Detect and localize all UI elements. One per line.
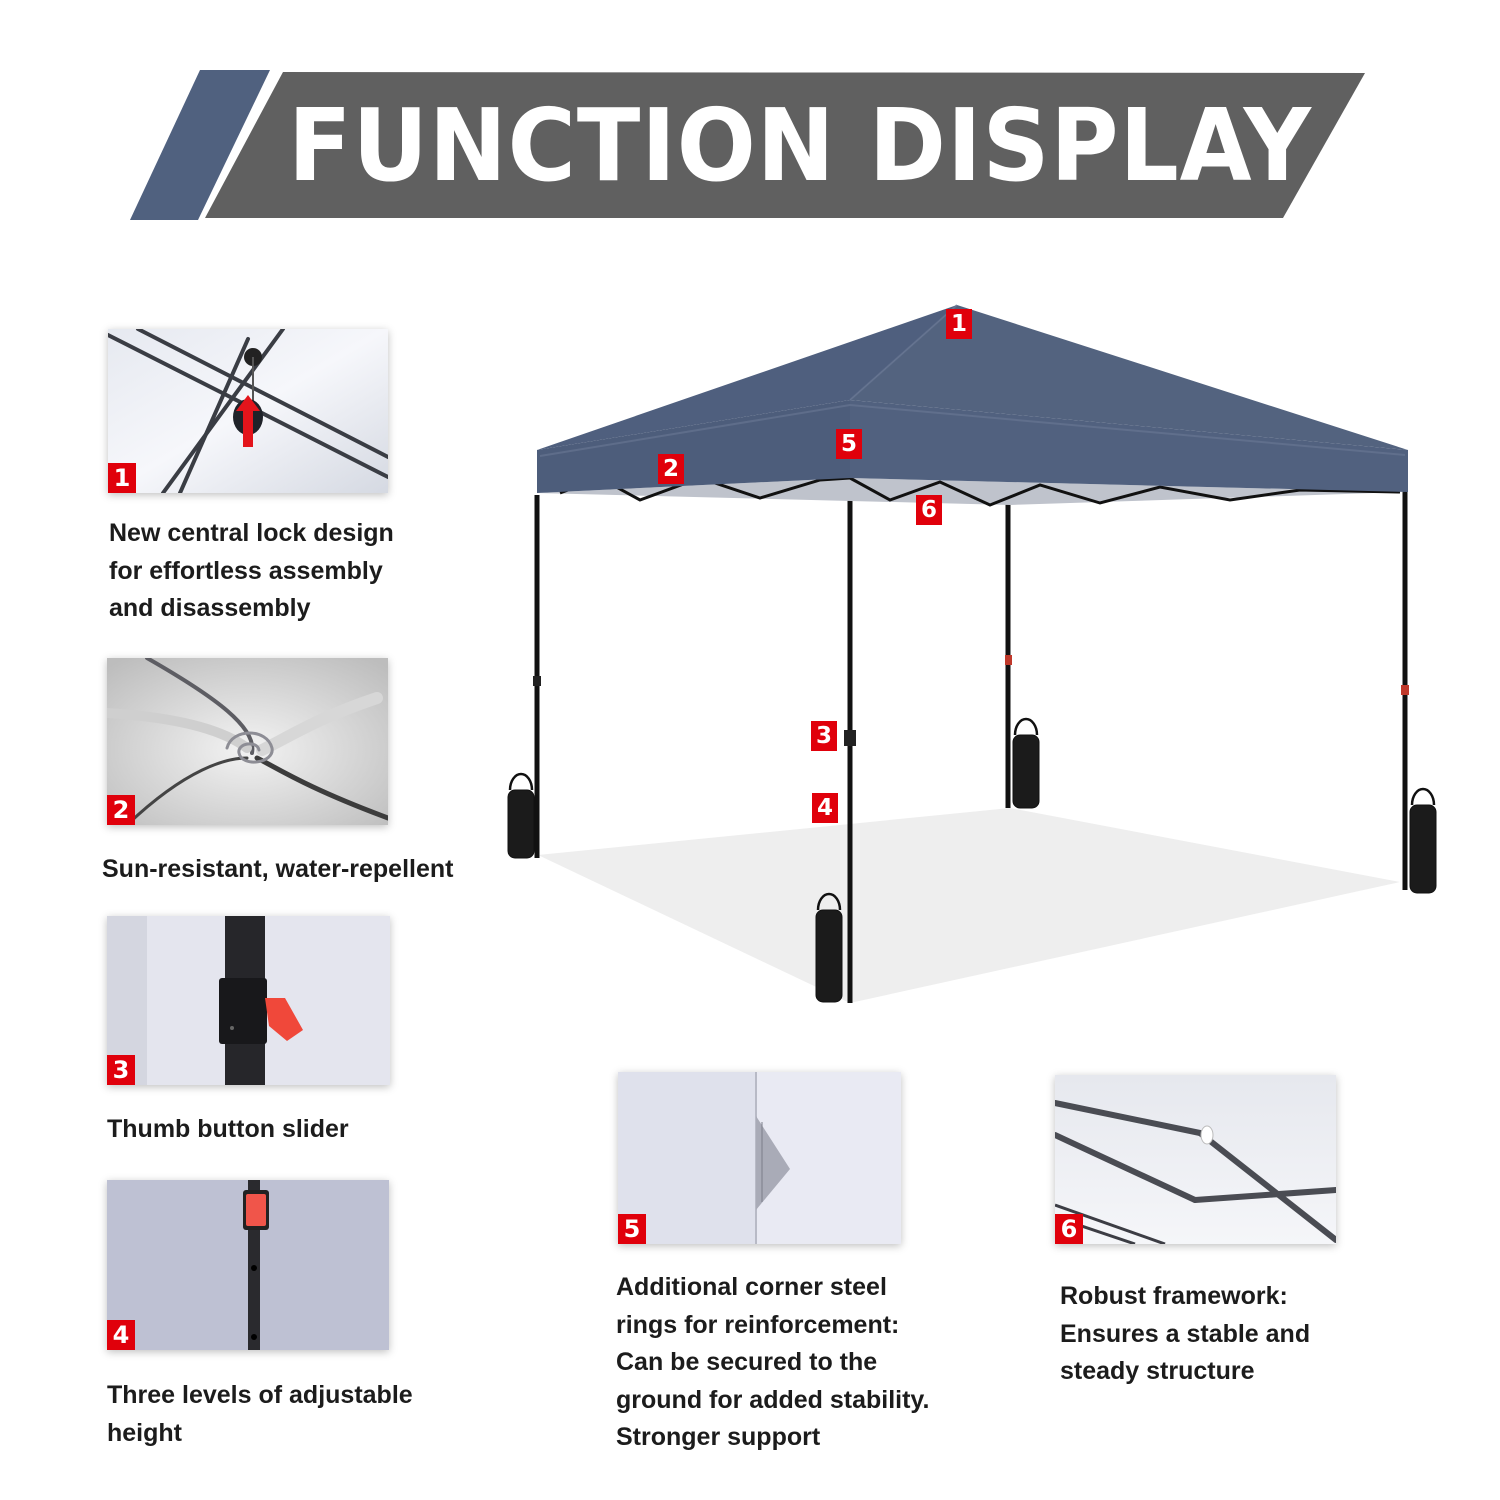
- feature-1-image: 1: [108, 329, 388, 493]
- central-lock-photo: [108, 329, 388, 493]
- feature-3-image: 3: [107, 916, 390, 1085]
- fabric-swirl-photo: [107, 658, 388, 825]
- caption-line: Three levels of adjustable: [107, 1381, 413, 1409]
- canopy-marker-6: 6: [916, 495, 942, 525]
- canopy-marker-3: 3: [811, 721, 837, 751]
- page-title: FUNCTION DISPLAY: [288, 87, 1312, 204]
- canopy-marker-1: 1: [946, 309, 972, 339]
- canopy-marker-2: 2: [658, 454, 684, 484]
- caption-line: Sun-resistant, water-repellent: [102, 855, 454, 883]
- feature-3-badge: 3: [107, 1055, 135, 1085]
- feature-5-badge: 5: [618, 1214, 646, 1244]
- canopy-tent-illustration: [507, 304, 1437, 1003]
- feature-2-badge: 2: [107, 795, 135, 825]
- canopy-valance-right: [850, 400, 1408, 492]
- caption-line: Additional corner steel: [616, 1273, 887, 1301]
- corner-ring-photo: [618, 1072, 901, 1244]
- adjustable-leg-photo: [107, 1180, 389, 1350]
- banner-shapes: [130, 70, 1365, 220]
- thumb-slider-photo: [107, 916, 390, 1085]
- caption-line: steady structure: [1060, 1357, 1255, 1385]
- framework-photo: [1055, 1075, 1336, 1244]
- feature-3-caption: Thumb button slider: [107, 1111, 349, 1149]
- feature-6-badge: 6: [1055, 1214, 1083, 1244]
- feature-4-image: 4: [107, 1180, 389, 1350]
- caption-line: and disassembly: [109, 594, 311, 622]
- caption-line: ground for added stability.: [616, 1385, 930, 1414]
- banner-background: [205, 72, 1365, 218]
- canopy-underside: [537, 478, 1405, 505]
- feature-2-caption: Sun-resistant, water-repellent: [102, 851, 453, 889]
- canopy-roof-right: [850, 305, 1408, 450]
- caption-line: Thumb button slider: [107, 1115, 349, 1143]
- caption-line: for effortless assembly: [109, 556, 383, 585]
- feature-4-caption: Three levels of adjustable height: [107, 1377, 413, 1452]
- caption-line: Stronger support: [616, 1423, 821, 1451]
- canopy-roof-left: [537, 305, 957, 450]
- accent-stripe: [130, 70, 270, 220]
- feature-5-caption: Additional corner steel rings for reinfo…: [616, 1269, 929, 1457]
- feature-1-caption: New central lock design for effortless a…: [109, 515, 394, 628]
- caption-line: Can be secured to the: [616, 1348, 878, 1376]
- feature-2-image: 2: [107, 658, 388, 825]
- canopy-valance-left: [537, 400, 850, 493]
- feature-5-image: 5: [618, 1072, 901, 1244]
- header-banner: FUNCTION DISPLAY: [0, 0, 1500, 240]
- caption-line: New central lock design: [109, 519, 394, 547]
- canopy-marker-4: 4: [812, 793, 838, 823]
- feature-1-badge: 1: [108, 463, 136, 493]
- caption-line: rings for reinforcement:: [616, 1310, 900, 1339]
- caption-line: height: [107, 1418, 182, 1447]
- feature-6-image: 6: [1055, 1075, 1336, 1244]
- ground-shadow: [538, 808, 1400, 1003]
- feature-4-badge: 4: [107, 1320, 135, 1350]
- feature-6-caption: Robust framework: Ensures a stable and s…: [1060, 1278, 1310, 1391]
- caption-line: Robust framework:: [1060, 1282, 1288, 1310]
- caption-line: Ensures a stable and: [1060, 1319, 1311, 1348]
- canopy-marker-5: 5: [836, 429, 862, 459]
